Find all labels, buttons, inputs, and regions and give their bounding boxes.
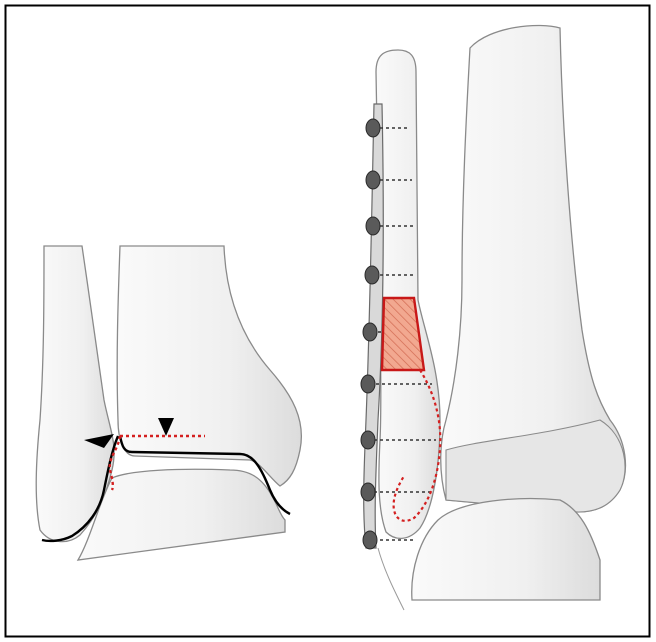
screw-head (361, 375, 375, 393)
screw-head (361, 431, 375, 449)
screw-head (363, 323, 377, 341)
screw-head (363, 531, 377, 549)
screw-head (366, 119, 380, 137)
screw-head (361, 483, 375, 501)
screw-head (366, 217, 380, 235)
screw-head (365, 266, 379, 284)
screw-head (366, 171, 380, 189)
